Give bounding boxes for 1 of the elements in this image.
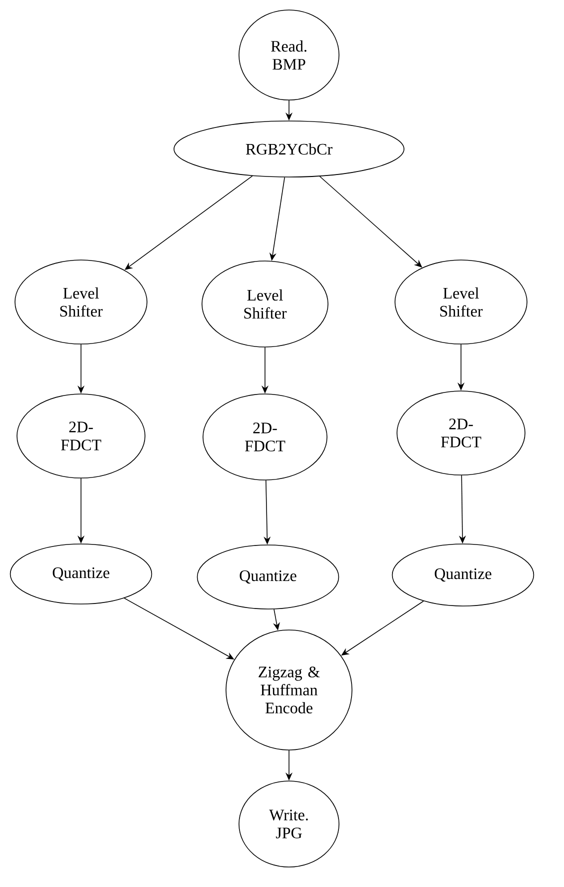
arrow [124, 176, 253, 270]
